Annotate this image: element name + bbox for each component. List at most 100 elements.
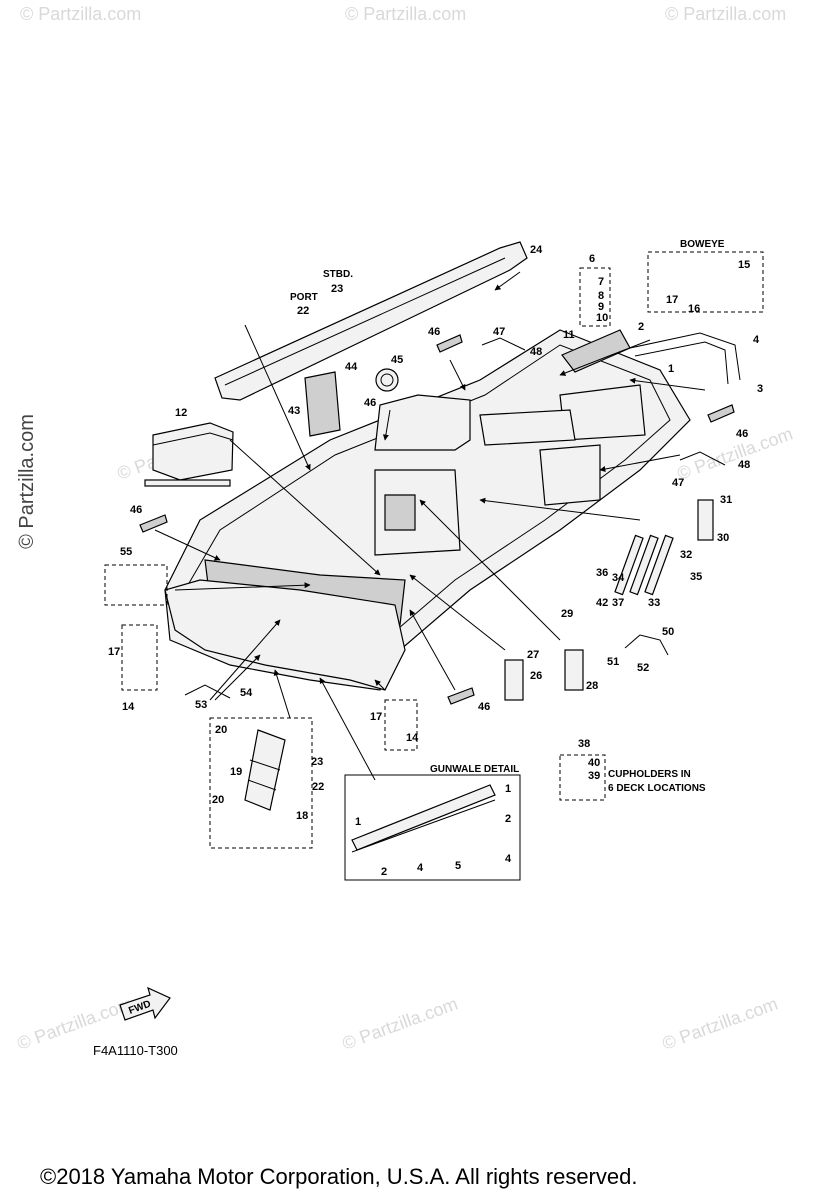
callout-54: 54 [240, 687, 253, 699]
box-18 [209, 717, 313, 849]
callout-2-c: 2 [381, 866, 387, 878]
callouts: 24 STBD. 23 PORT 22 6 7 8 9 10 11 2 BOWE… [108, 239, 763, 878]
box-14-left [121, 624, 158, 691]
callout-37: 36 [596, 567, 608, 579]
box-39 [559, 754, 606, 801]
port-label: PORT [290, 292, 318, 303]
callout-41: 40 [588, 757, 600, 769]
watermark-text: © Partzilla.com [660, 993, 781, 1053]
callout-1-c: 1 [355, 816, 361, 828]
callout-16: 16 [688, 303, 700, 315]
callout-53: 53 [195, 699, 207, 711]
callout-14-b: 14 [406, 732, 419, 744]
copyright-notice: ©2018 Yamaha Motor Corporation, U.S.A. A… [40, 1164, 638, 1189]
callout-2-b: 2 [505, 813, 511, 825]
callout-49-b: 48 [738, 459, 750, 471]
callout-49: 48 [530, 346, 542, 358]
callout-17-c: 17 [370, 711, 382, 723]
callout-4-b: 4 [505, 853, 512, 865]
box-14-right [384, 699, 418, 751]
callout-48: 47 [493, 326, 505, 338]
pad [304, 371, 341, 437]
watermark-text: © Partzilla.com [340, 993, 461, 1053]
callout-17-b: 17 [108, 646, 120, 658]
callout-55: 55 [120, 546, 132, 558]
watermark-text: © Partzilla.com [675, 423, 796, 483]
callout-12: 12 [175, 407, 187, 419]
callout-45: 45 [391, 354, 403, 366]
callout-43: 43 [288, 405, 300, 417]
callout-3: 3 [757, 383, 763, 395]
callout-8: 8 [598, 290, 604, 302]
boarding-ladder [244, 729, 286, 811]
callout-38: 37 [612, 597, 624, 609]
callout-24: 22 [297, 305, 309, 317]
vent [375, 368, 399, 392]
watermark-text: © Partzilla.com [20, 4, 141, 24]
callout-47-d: 46 [478, 701, 490, 713]
callout-42: 42 [596, 597, 608, 609]
diagram-code: F4A1110-T300 [93, 1043, 178, 1058]
callout-50: 50 [662, 626, 674, 638]
callout-5: 5 [455, 860, 461, 872]
callout-31: 30 [717, 532, 729, 544]
callout-26: 24 [530, 244, 543, 256]
callout-47-c: 46 [130, 504, 142, 516]
callout-27: 26 [530, 670, 542, 682]
callout-7: 7 [598, 276, 604, 288]
callout-14: 14 [122, 701, 135, 713]
gunwale-trim [629, 332, 741, 385]
callout-47: 46 [428, 326, 440, 338]
callout-9: 9 [598, 301, 604, 313]
callout-46: 46 [364, 397, 376, 409]
callout-23: 23 [311, 756, 323, 768]
windshield-rail [214, 241, 528, 401]
callout-21: 20 [212, 794, 224, 806]
callout-22: 22 [312, 781, 324, 793]
callout-33: 32 [680, 549, 692, 561]
callout-30: 29 [561, 608, 573, 620]
rod-holders [614, 534, 674, 596]
callout-29: 28 [586, 680, 598, 692]
cupholders [504, 499, 714, 701]
watermark-text: © Partzilla.com [665, 4, 786, 24]
callout-15: 15 [738, 259, 750, 271]
callout-20: 20 [215, 724, 227, 736]
callout-10: 10 [596, 312, 608, 324]
handle [624, 634, 669, 656]
boweye-label: BOWEYE [680, 239, 725, 250]
callout-18: 18 [296, 810, 308, 822]
callout-44: 44 [345, 361, 358, 373]
cupholders-label-2: 6 DECK LOCATIONS [608, 783, 706, 794]
callout-34: 33 [648, 597, 660, 609]
callout-32: 31 [720, 494, 732, 506]
callout-4: 4 [753, 334, 760, 346]
gunwale-detail-label: GUNWALE DETAIL [430, 764, 519, 775]
callout-52: 52 [637, 662, 649, 674]
callout-36: 35 [690, 571, 702, 583]
callout-2: 2 [638, 321, 644, 333]
callout-11: 11 [563, 329, 575, 341]
callout-35: 34 [612, 572, 625, 584]
fwd-arrow: FWD [119, 986, 171, 1021]
callout-51: 51 [607, 656, 619, 668]
cleats [139, 334, 735, 705]
watermark-text: © Partzilla.com [345, 4, 466, 24]
cupholders-label-1: CUPHOLDERS IN [608, 769, 691, 780]
callout-19: 19 [230, 766, 242, 778]
boat-hull [164, 329, 691, 691]
leader-lines [154, 271, 706, 781]
callout-47-b: 46 [736, 428, 748, 440]
callout-1: 1 [668, 363, 674, 375]
callout-25: 23 [331, 283, 343, 295]
box-55 [104, 564, 168, 606]
callout-4-c: 4 [417, 862, 424, 874]
callout-17: 17 [666, 294, 678, 306]
callout-40: 39 [588, 770, 600, 782]
gunwale-detail: GUNWALE DETAIL [344, 764, 521, 881]
box-6 [579, 267, 611, 327]
callout-6: 6 [589, 253, 595, 265]
callout-39: 38 [578, 738, 590, 750]
side-watermark: © Partzilla.com [15, 414, 38, 549]
